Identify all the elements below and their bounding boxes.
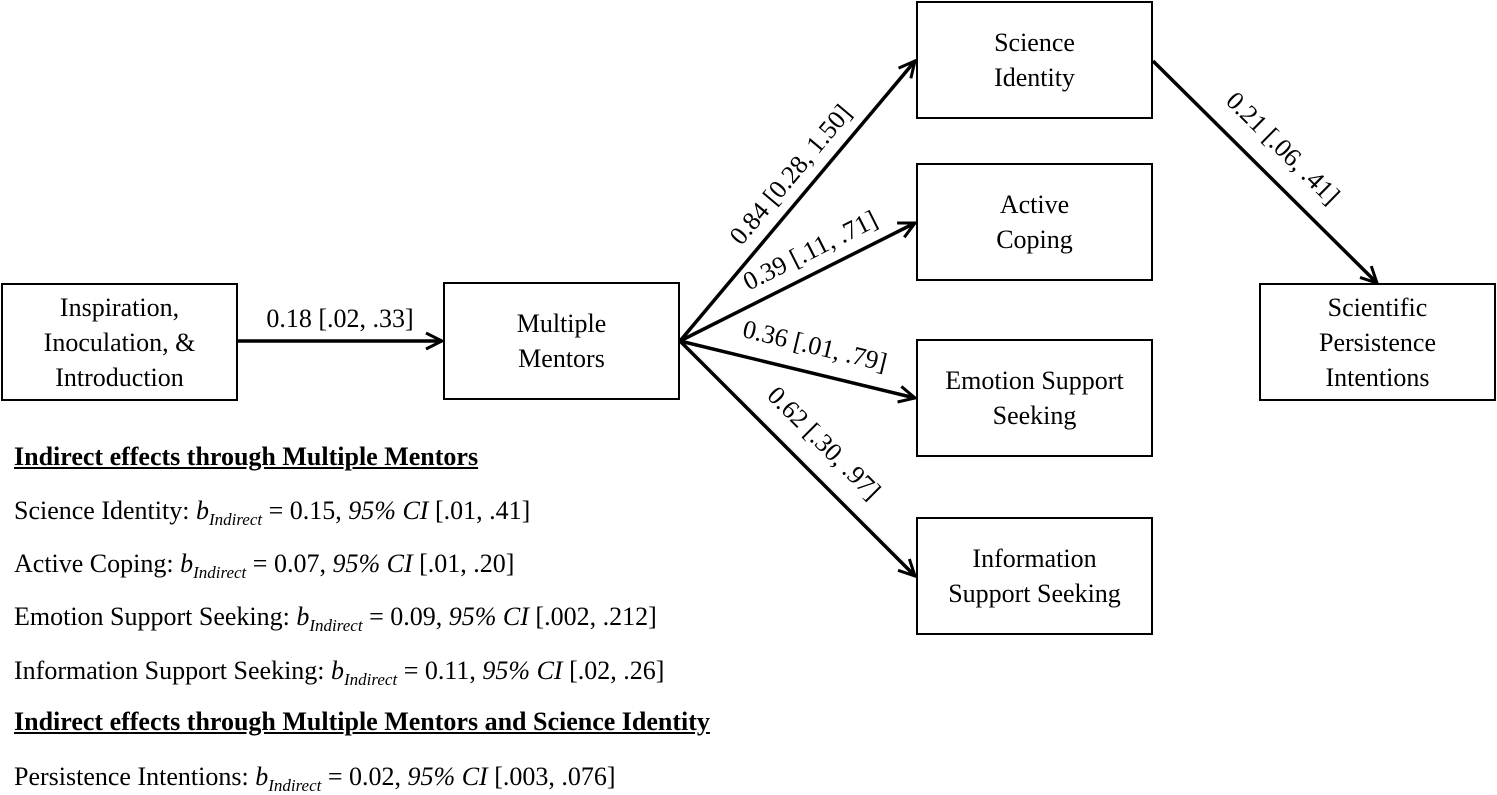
effect-row-active-coping: Active Coping: bIndirect = 0.07, 95% CI … [14, 549, 515, 582]
node-scientific-persistence-intentions: Scientific Persistence Intentions [1259, 283, 1496, 401]
effect-ci-label: 95% CI [348, 496, 429, 525]
node-multiple-mentors: Multiple Mentors [443, 282, 680, 400]
edge-label-mentors-to-emotion-support: 0.36 [.01, .79] [740, 314, 890, 377]
effect-ci-range: [.01, .20] [412, 549, 515, 578]
effect-ci-range: [.02, .26] [562, 656, 665, 685]
node-inspiration-line-2: Inoculation, & [43, 327, 196, 357]
node-information-support-line-1: Information [972, 544, 1097, 573]
arrow-mentors-to-active-coping [679, 221, 915, 343]
node-emotion-support-line-1: Emotion Support [945, 366, 1124, 395]
effect-estimate: = 0.11, [397, 656, 483, 685]
effect-subscript: Indirect [193, 563, 247, 582]
edge-label-inspiration-to-mentors: 0.18 [.02, .33] [266, 304, 413, 333]
effect-b: b [180, 549, 194, 578]
node-information-support-seeking: Information Support Seeking [916, 517, 1153, 635]
effect-estimate: = 0.07, [246, 549, 333, 578]
effect-row-science-identity: Science Identity: bIndirect = 0.15, 95% … [14, 496, 531, 529]
node-persistence-line-2: Persistence [1319, 327, 1436, 357]
node-inspiration-inoculation-introduction: Inspiration, Inoculation, & Introduction [1, 283, 238, 401]
node-inspiration-line-3: Introduction [55, 362, 184, 392]
effect-label: Science Identity: [14, 496, 196, 525]
effect-ci-range: [.002, .212] [528, 602, 657, 631]
heading-indirect-effects-mentors-identity: Indirect effects through Multiple Mentor… [14, 707, 710, 736]
effect-row-persistence-intentions: Persistence Intentions: bIndirect = 0.02… [14, 762, 616, 795]
node-mentors-line-1: Multiple [516, 309, 607, 338]
effect-estimate: = 0.09, [362, 602, 449, 631]
effect-b: b [331, 656, 345, 685]
node-emotion-support-seeking: Emotion Support Seeking [916, 339, 1153, 457]
effect-subscript: Indirect [208, 510, 263, 529]
node-persistence-line-1: Scientific [1327, 292, 1428, 322]
node-active-coping-line-1: Active [999, 190, 1070, 219]
heading-indirect-effects-mentors: Indirect effects through Multiple Mentor… [14, 442, 479, 471]
arrow-mentors-to-science-identity [678, 61, 915, 343]
effect-subscript: Indirect [344, 670, 398, 689]
node-active-coping-line-2: Coping [996, 225, 1073, 254]
effect-b: b [296, 602, 310, 631]
effect-ci-label: 95% CI [482, 656, 563, 685]
node-persistence-line-3: Intentions [1325, 362, 1430, 392]
node-emotion-support-line-2: Seeking [992, 401, 1077, 430]
effect-estimate: = 0.15, [262, 496, 349, 525]
effect-estimate: = 0.02, [321, 762, 408, 791]
effect-subscript: Indirect [309, 616, 363, 635]
effect-b: b [255, 762, 269, 791]
node-science-identity: Science Identity [916, 1, 1153, 119]
effect-ci-label: 95% CI [332, 549, 413, 578]
effect-ci-label: 95% CI [407, 762, 488, 791]
effect-ci-label: 95% CI [448, 602, 529, 631]
arrow-science-identity-to-persistence [1151, 59, 1377, 283]
node-information-support-line-2: Support Seeking [948, 579, 1121, 608]
effect-subscript: Indirect [268, 776, 322, 795]
arrow-mentors-to-information-support [678, 339, 915, 576]
effect-label: Persistence Intentions: [14, 762, 256, 791]
node-active-coping: Active Coping [916, 163, 1153, 281]
effect-row-emotion-support: Emotion Support Seeking: bIndirect = 0.0… [14, 602, 657, 635]
effect-ci-range: [.01, .41] [428, 496, 531, 525]
effect-b: b [195, 496, 209, 525]
effect-label: Emotion Support Seeking: [14, 602, 297, 631]
node-mentors-line-2: Mentors [518, 344, 605, 373]
node-science-identity-line-1: Science [994, 28, 1075, 57]
effect-label: Information Support Seeking: [14, 656, 332, 685]
effect-ci-range: [.003, .076] [487, 762, 616, 791]
effect-label: Active Coping: [14, 549, 181, 578]
node-inspiration-line-1: Inspiration, [59, 292, 180, 322]
arrow-mentors-to-emotion-support [679, 339, 915, 398]
effect-row-information-support: Information Support Seeking: bIndirect =… [14, 656, 665, 689]
node-science-identity-line-2: Identity [994, 63, 1075, 92]
